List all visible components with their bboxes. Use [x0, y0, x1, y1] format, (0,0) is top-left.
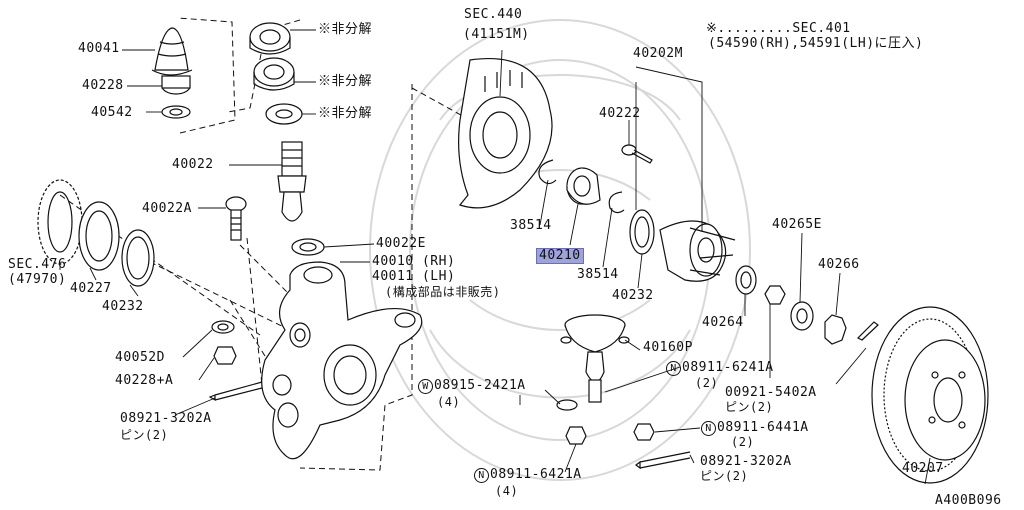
n-symbol: N	[474, 468, 489, 483]
section-476-ref: (47970)	[8, 272, 67, 287]
washer-40264	[735, 265, 757, 295]
part-40232-left[interactable]: 40232	[102, 299, 144, 314]
hub-bolt-40222	[621, 144, 653, 164]
qty-6421a: (4)	[495, 484, 519, 498]
part-40011-lh[interactable]: 40011 (LH)	[372, 269, 456, 284]
part-40022e[interactable]: 40022E	[376, 236, 426, 251]
note-press-fit-line2: (54590(RH),54591(LH)に圧入)	[708, 36, 924, 51]
hub-bearing-40210	[566, 167, 601, 205]
part-40266[interactable]: 40266	[818, 257, 860, 272]
w-symbol: W	[418, 379, 433, 394]
nut-08911-6441a	[633, 423, 655, 441]
part-08921-3202a-right[interactable]: 08921-3202A	[700, 454, 792, 469]
qty-6441a: (2)	[731, 435, 755, 449]
snap-ring-38514-lower	[608, 191, 625, 214]
washer-40052d	[211, 320, 235, 334]
note-non-disassembly-3: ※非分解	[318, 106, 373, 121]
group-boundary-right	[299, 84, 413, 471]
washer-40265e	[790, 301, 814, 331]
section-440-ref: (41151M)	[463, 27, 530, 42]
part-00921-5402a[interactable]: 00921-5402A	[725, 385, 817, 400]
pin-qty-right: ピン(2)	[725, 400, 774, 414]
part-40022[interactable]: 40022	[172, 157, 214, 172]
splash-shield	[458, 58, 553, 209]
washer-08915	[556, 399, 578, 411]
steering-knuckle	[261, 261, 423, 460]
part-40232-right[interactable]: 40232	[612, 288, 654, 303]
lower-ball-joint-40160p	[560, 314, 630, 403]
part-08911-6441a-number: 08911-6441A	[717, 420, 809, 435]
part-40210-highlighted[interactable]: 40210	[536, 248, 584, 264]
part-40207[interactable]: 40207	[902, 461, 944, 476]
nut-40265e	[764, 285, 786, 305]
seal-40227	[78, 201, 120, 271]
n-symbol: N	[666, 361, 681, 376]
part-38514-upper[interactable]: 38514	[510, 218, 552, 233]
bolt-40022a	[225, 196, 247, 241]
cotter-pin-00921	[856, 321, 879, 341]
note-non-disassembly-2: ※非分解	[318, 74, 373, 89]
pin-qty-left: ピン(2)	[120, 428, 169, 442]
qty-6241a: (2)	[695, 376, 719, 390]
part-40222[interactable]: 40222	[599, 106, 641, 121]
snap-ring-38514-upper	[538, 159, 557, 185]
section-440-label: SEC.440	[464, 7, 523, 22]
note-press-fit-line1: ※.........SEC.401	[706, 21, 851, 36]
section-476-label: SEC.476	[8, 257, 67, 272]
part-40202m[interactable]: 40202M	[633, 46, 683, 61]
brake-disc-40207	[871, 306, 989, 484]
note-knuckle-not-sold: (構成部品は非販売)	[385, 285, 501, 299]
part-40010-rh[interactable]: 40010 (RH)	[372, 254, 456, 269]
part-08915-2421a-number: 08915-2421A	[434, 378, 526, 393]
n-symbol: N	[701, 421, 716, 436]
part-40228[interactable]: 40228	[82, 78, 124, 93]
part-40227[interactable]: 40227	[70, 281, 112, 296]
qty-2421a: (4)	[437, 395, 461, 409]
cotter-pin-left	[208, 381, 263, 402]
part-38514-lower[interactable]: 38514	[577, 267, 619, 282]
bearing-stack	[249, 22, 303, 125]
part-08921-3202a-left[interactable]: 08921-3202A	[120, 411, 212, 426]
part-40052d[interactable]: 40052D	[115, 350, 165, 365]
nut-40228a	[213, 346, 237, 365]
washer-40542	[161, 105, 191, 119]
part-08911-6421a-number: 08911-6421A	[490, 467, 582, 482]
group-boundary-upper-left	[177, 17, 236, 134]
note-non-disassembly-1: ※非分解	[318, 22, 373, 37]
part-40542[interactable]: 40542	[91, 105, 133, 120]
boot-40041	[154, 27, 189, 71]
part-08911-6241a-number: 08911-6241A	[682, 360, 774, 375]
ball-joint-40022	[277, 141, 307, 222]
part-40228a[interactable]: 40228+A	[115, 373, 174, 388]
part-40265e[interactable]: 40265E	[772, 217, 822, 232]
part-40022a[interactable]: 40022A	[142, 201, 192, 216]
leader-lines	[59, 29, 931, 485]
pin-qty-lower: ピン(2)	[700, 469, 749, 483]
lock-cap-40266	[824, 314, 847, 345]
part-40160p[interactable]: 40160P	[643, 340, 693, 355]
part-40041[interactable]: 40041	[78, 41, 120, 56]
washer-40022e	[291, 238, 325, 256]
part-40264[interactable]: 40264	[702, 315, 744, 330]
drawing-code: A400B096	[935, 493, 1002, 508]
wheel-hub-40202m	[659, 220, 736, 282]
cotter-pin-lower	[635, 451, 691, 470]
sensor-ring	[37, 179, 83, 265]
nut-08911-6421a	[565, 426, 587, 445]
